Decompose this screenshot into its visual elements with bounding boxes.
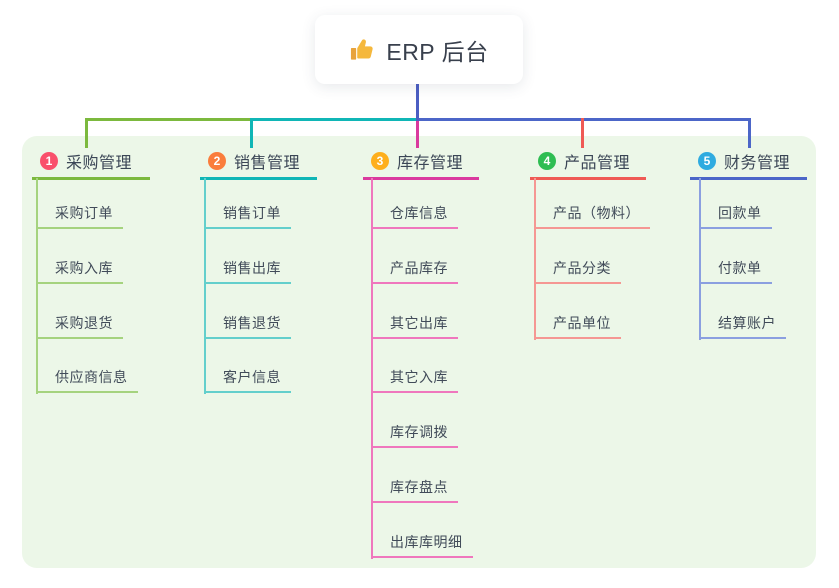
- child-node[interactable]: 客户信息: [204, 368, 291, 393]
- child-branch-line-5: [699, 178, 701, 340]
- branch-label: 销售管理: [234, 155, 301, 172]
- child-branch-line-2: [204, 178, 206, 394]
- connector-drop-1: [85, 118, 88, 148]
- branch-node-2[interactable]: 2 销售管理: [200, 148, 300, 174]
- child-node[interactable]: 销售退货: [204, 314, 291, 339]
- root-label: ERP 后台: [386, 38, 489, 65]
- connector-drop-2: [250, 118, 253, 148]
- child-node[interactable]: 销售订单: [204, 204, 291, 229]
- connector-horizontal-2: [250, 118, 419, 121]
- child-node[interactable]: 供应商信息: [36, 368, 138, 393]
- branch-underline-2: [200, 177, 317, 180]
- thumbs-up-icon: [351, 38, 374, 60]
- child-branch-line-4: [534, 178, 536, 340]
- child-node[interactable]: 产品库存: [371, 259, 458, 284]
- branch-label: 库存管理: [397, 155, 464, 172]
- child-branch-line-3: [371, 178, 373, 559]
- branch-number-badge: 5: [698, 152, 716, 170]
- connector-drop-4: [581, 118, 584, 148]
- connector-drop-5: [748, 118, 751, 148]
- child-node[interactable]: 回款单: [699, 204, 772, 229]
- branch-number-badge: 4: [538, 152, 556, 170]
- branch-node-1[interactable]: 1 采购管理: [32, 148, 132, 174]
- child-node[interactable]: 产品单位: [534, 314, 621, 339]
- branch-label: 产品管理: [564, 155, 631, 172]
- child-node[interactable]: 采购入库: [36, 259, 123, 284]
- branch-underline-3: [363, 177, 479, 180]
- child-node[interactable]: 采购退货: [36, 314, 123, 339]
- child-node[interactable]: 其它出库: [371, 314, 458, 339]
- child-node[interactable]: 产品（物料）: [534, 204, 650, 229]
- child-node[interactable]: 库存盘点: [371, 478, 458, 503]
- mindmap-panel: [22, 136, 816, 568]
- branch-number-badge: 2: [208, 152, 226, 170]
- branch-underline-1: [32, 177, 150, 180]
- child-branch-line-1: [36, 178, 38, 394]
- branch-number-badge: 1: [40, 152, 58, 170]
- branch-number-badge: 3: [371, 152, 389, 170]
- child-node[interactable]: 采购订单: [36, 204, 123, 229]
- branch-underline-4: [530, 177, 646, 180]
- root-node[interactable]: ERP 后台: [315, 15, 523, 84]
- branch-node-5[interactable]: 5 财务管理: [690, 148, 790, 174]
- child-node[interactable]: 销售出库: [204, 259, 291, 284]
- child-node[interactable]: 出库库明细: [371, 533, 473, 558]
- root-stem-connector: [416, 84, 419, 121]
- branch-label: 财务管理: [724, 155, 791, 172]
- branch-label: 采购管理: [66, 155, 133, 172]
- branch-node-4[interactable]: 4 产品管理: [530, 148, 630, 174]
- child-node[interactable]: 其它入库: [371, 368, 458, 393]
- branch-node-3[interactable]: 3 库存管理: [363, 148, 463, 174]
- child-node[interactable]: 付款单: [699, 259, 772, 284]
- child-node[interactable]: 产品分类: [534, 259, 621, 284]
- branch-underline-5: [690, 177, 807, 180]
- child-node[interactable]: 结算账户: [699, 314, 786, 339]
- connector-drop-3: [416, 118, 419, 148]
- child-node[interactable]: 库存调拨: [371, 423, 458, 448]
- child-node[interactable]: 仓库信息: [371, 204, 458, 229]
